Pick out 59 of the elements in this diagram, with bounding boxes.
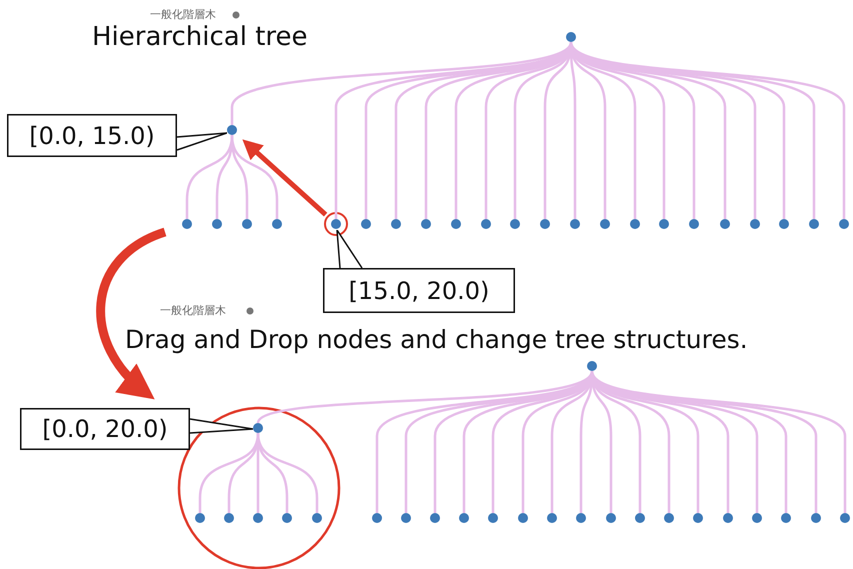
tree-link — [216, 134, 234, 219]
tree-node — [430, 513, 440, 523]
tree-node — [401, 513, 411, 523]
tree-node — [282, 513, 292, 523]
tree-node — [659, 219, 669, 229]
tree-link — [230, 41, 572, 125]
tree-node — [606, 513, 616, 523]
tree-node — [689, 219, 699, 229]
tree-link — [256, 432, 318, 513]
tree-node — [253, 423, 263, 433]
tree-node — [391, 219, 401, 229]
tree-node — [312, 513, 322, 523]
arrow — [242, 139, 328, 216]
tree-node — [750, 219, 760, 229]
tree-node — [587, 361, 597, 371]
tree-node — [840, 513, 850, 523]
tree-node — [224, 513, 234, 523]
tree-node — [635, 513, 645, 523]
tree-node — [242, 219, 252, 229]
tree-node — [510, 219, 520, 229]
tree-node — [779, 219, 789, 229]
tree-node — [481, 219, 491, 229]
tree-node — [540, 219, 550, 229]
tree-node — [272, 219, 282, 229]
tree-node — [839, 219, 849, 229]
tree-node — [720, 219, 730, 229]
tree-node — [630, 219, 640, 229]
tree-node — [488, 513, 498, 523]
title-label: 一般化階層木 — [160, 303, 226, 318]
tree-node — [518, 513, 528, 523]
tree-node — [212, 219, 222, 229]
tree-link — [256, 370, 593, 424]
tree-node — [421, 219, 431, 229]
tree-node — [195, 513, 205, 523]
tree-link — [230, 134, 278, 219]
tree-node — [811, 513, 821, 523]
curved-arrow — [96, 228, 167, 400]
tree-node — [459, 513, 469, 523]
tree-node — [664, 513, 674, 523]
title-label: 一般化階層木 — [150, 7, 216, 22]
tree-node — [752, 513, 762, 523]
tree-node — [809, 219, 819, 229]
tree-node — [723, 513, 733, 523]
tree-node — [227, 125, 237, 135]
tree-node — [570, 219, 580, 229]
tree-node — [451, 219, 461, 229]
tree-node — [361, 219, 371, 229]
tree-node — [576, 513, 586, 523]
tree-node — [600, 219, 610, 229]
tree-node — [331, 219, 341, 229]
tree-node — [372, 513, 382, 523]
tree-node — [781, 513, 791, 523]
caption: Drag and Drop nodes and change tree structures. — [125, 325, 748, 354]
tree-node — [547, 513, 557, 523]
tree-node — [693, 513, 703, 523]
tree-node — [253, 513, 263, 523]
tree-node — [182, 219, 192, 229]
tree-node — [566, 32, 576, 42]
heading: Hierarchical tree — [92, 22, 308, 52]
